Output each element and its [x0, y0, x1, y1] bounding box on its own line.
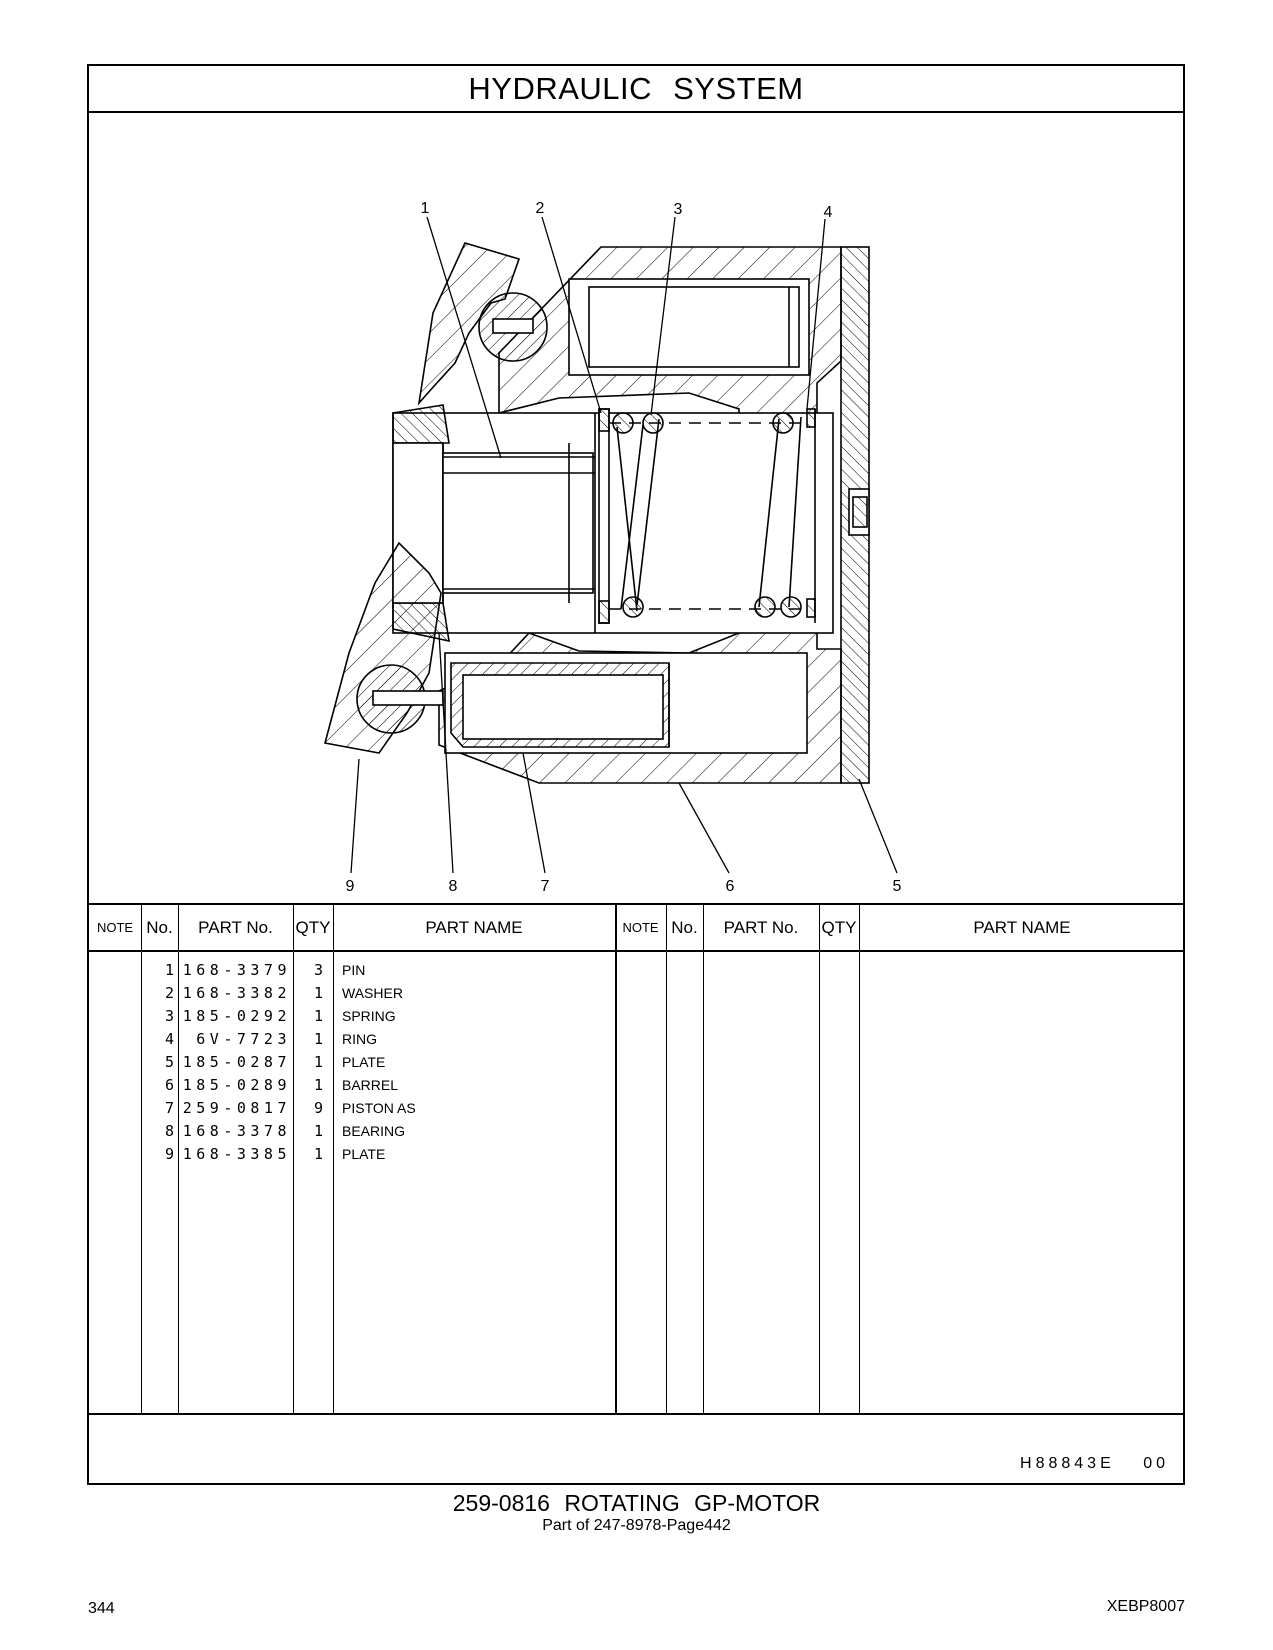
table-row: 1 168-3379 3 PIN	[89, 959, 1183, 982]
part-number: 185-0287	[182, 1053, 291, 1071]
bearing	[392, 404, 450, 444]
callout-9: 9	[346, 878, 355, 895]
item-number: 9	[164, 1145, 174, 1163]
header-part-no-2: PART No.	[723, 918, 799, 937]
quantity: 9	[313, 1099, 323, 1117]
callout-5: 5	[893, 878, 902, 895]
part-name: SPRING	[342, 1008, 396, 1024]
parts-table: NOTE No. PART No. QTY PART NAME NOTE No.…	[89, 903, 1183, 1415]
part-number: 168-3382	[182, 984, 291, 1002]
illustration-code: H88843E 00	[1020, 1455, 1169, 1472]
quantity: 1	[313, 1030, 323, 1048]
table-row: 5 185-0287 1 PLATE	[89, 1051, 1183, 1074]
header-part-name-2: PART NAME	[973, 918, 1071, 937]
header-qty-2: QTY	[821, 918, 857, 937]
item-number: 4	[164, 1030, 174, 1048]
table-row: 7 259-0817 9 PISTON AS	[89, 1097, 1183, 1120]
cross-section-drawing: 1 2 3 4 5 6 7 8 9	[324, 200, 902, 895]
part-name: PIN	[342, 962, 366, 978]
header-note-2: NOTE	[622, 920, 659, 935]
page-number: 344	[88, 1600, 115, 1617]
part-name: WASHER	[342, 985, 403, 1001]
item-number: 6	[164, 1076, 174, 1094]
header-part-no: PART No.	[198, 918, 273, 937]
header-note: NOTE	[96, 920, 134, 935]
quantity: 3	[313, 961, 323, 979]
header-no-2: No.	[671, 918, 698, 937]
part-number: 6V-7723	[196, 1030, 291, 1048]
callout-8: 8	[449, 878, 458, 895]
table-row: 9 168-3385 1 PLATE	[89, 1143, 1183, 1166]
part-name: BARREL	[342, 1077, 399, 1093]
spring	[609, 412, 805, 618]
table-row: 2 168-3382 1 WASHER	[89, 982, 1183, 1005]
table-row: 6 185-0289 1 BARREL	[89, 1074, 1183, 1097]
quantity: 1	[313, 1053, 323, 1071]
callout-3: 3	[674, 201, 683, 218]
header-part-name: PART NAME	[425, 918, 523, 937]
callout-6: 6	[726, 878, 735, 895]
page-frame: HYDRAULIC SYSTEM	[87, 64, 1185, 1485]
part-number: 259-0817	[182, 1099, 291, 1117]
item-number: 5	[164, 1053, 174, 1071]
group-caption: 259-0816 ROTATING GP-MOTOR	[452, 1490, 821, 1516]
part-name: PISTON AS	[342, 1100, 416, 1116]
header-qty: QTY	[295, 918, 331, 937]
document-id: XEBP8007	[1106, 1598, 1185, 1615]
part-name: PLATE	[342, 1146, 386, 1162]
part-number: 168-3385	[182, 1145, 291, 1163]
part-number: 168-3378	[182, 1122, 291, 1140]
group-subcaption: Part of 247-8978-Page442	[542, 1517, 731, 1534]
part-number: 168-3379	[182, 961, 291, 979]
washer	[598, 408, 610, 624]
quantity: 1	[313, 1076, 323, 1094]
header-no: No.	[146, 918, 173, 937]
part-name: BEARING	[342, 1123, 406, 1139]
ring	[806, 408, 816, 428]
item-number: 3	[164, 1007, 174, 1025]
item-number: 2	[164, 984, 174, 1002]
part-name: PLATE	[342, 1054, 386, 1070]
part-number: 185-0292	[182, 1007, 291, 1025]
swash-plate	[417, 242, 521, 406]
quantity: 1	[313, 1122, 323, 1140]
table-row: 3 185-0292 1 SPRING	[89, 1005, 1183, 1028]
callout-4: 4	[824, 204, 833, 221]
quantity: 1	[313, 1007, 323, 1025]
exploded-diagram: 1 2 3 4 5 6 7 8 9	[89, 113, 1183, 903]
part-number: 185-0289	[182, 1076, 291, 1094]
table-row: 4 6V-7723 1 RING	[89, 1028, 1183, 1051]
item-number: 1	[164, 961, 174, 979]
section-title: HYDRAULIC SYSTEM	[89, 66, 1183, 113]
table-row: 8 168-3378 1 BEARING	[89, 1120, 1183, 1143]
callout-7: 7	[541, 878, 550, 895]
quantity: 1	[313, 984, 323, 1002]
quantity: 1	[313, 1145, 323, 1163]
item-number: 8	[164, 1122, 174, 1140]
callout-2: 2	[536, 200, 545, 217]
part-name: RING	[342, 1031, 377, 1047]
callout-1: 1	[421, 200, 430, 217]
item-number: 7	[164, 1099, 174, 1117]
